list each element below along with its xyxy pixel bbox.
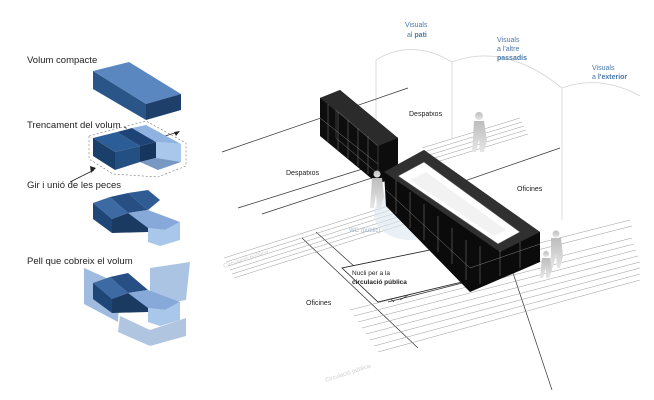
oficines-right-label: Oficines [517,186,543,193]
step-1-label: Volum compacte [27,55,97,66]
rotated-volume [70,166,180,246]
exterior-view-line1: Visuals [592,65,615,72]
person-3 [550,231,563,269]
core-label-line2: circulació pública [352,279,407,286]
compact-volume [93,62,181,120]
patio-view-line1: Visuals [405,22,428,29]
corridor-view-line3: passadís [497,55,527,62]
skinned-volume [84,262,190,346]
circulation-lower-label: Circulació pública [325,363,372,383]
despatxos-left-label: Despatxos [286,170,320,177]
corridor-view-line1: Visuals [497,37,520,44]
exterior-view-line2b: l'exterior [598,74,628,81]
core-label-line1: Nucli per a la [352,270,390,277]
despatxos-upper-label: Despatxos [409,111,443,118]
view-labels: Visuals al pati Visuals a l'altre passad… [405,22,627,81]
person-1 [472,112,487,152]
step-4-label: Pell que cobreix el volum [27,256,133,267]
svg-text:al pati: al pati [407,32,427,39]
person-4 [540,251,552,278]
patio-view-line2a: al [407,32,414,39]
oficines-lower-label: Oficines [306,300,332,307]
step-2-label: Trencament del volum [27,120,121,131]
step-3-label: Gir i unió de les peces [27,180,121,191]
patio-view-line2b: pati [414,32,427,39]
wc-label: WC (públic) [349,228,380,234]
corridor-view-line2: a l'altre [497,46,519,53]
svg-text:a l'exterior: a l'exterior [592,74,627,81]
